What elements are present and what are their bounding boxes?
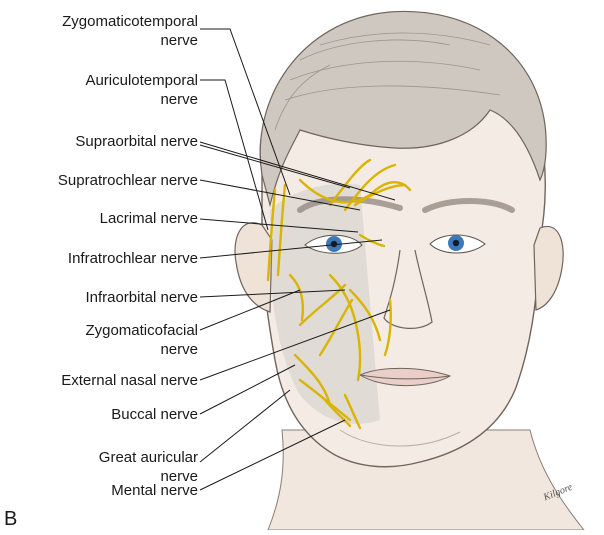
- label-zygomaticotemporal-nerve: Zygomaticotemporal nerve: [62, 12, 198, 50]
- label-mental-nerve: Mental nerve: [111, 481, 198, 500]
- label-lacrimal-nerve: Lacrimal nerve: [100, 209, 198, 228]
- label-zygomaticofacial-nerve: Zygomaticofacial nerve: [85, 321, 198, 359]
- label-auriculotemporal-nerve: Auriculotemporal nerve: [85, 71, 198, 109]
- label-supraorbital-nerve: Supraorbital nerve: [75, 132, 198, 151]
- label-buccal-nerve: Buccal nerve: [111, 405, 198, 424]
- label-external-nasal-nerve: External nasal nerve: [61, 371, 198, 390]
- label-supratrochlear-nerve: Supratrochlear nerve: [58, 171, 198, 190]
- label-infraorbital-nerve: Infraorbital nerve: [85, 288, 198, 307]
- label-infratrochlear-nerve: Infratrochlear nerve: [68, 249, 198, 268]
- panel-letter: B: [4, 508, 17, 530]
- left-ear: [235, 223, 272, 312]
- right-ear: [534, 226, 563, 310]
